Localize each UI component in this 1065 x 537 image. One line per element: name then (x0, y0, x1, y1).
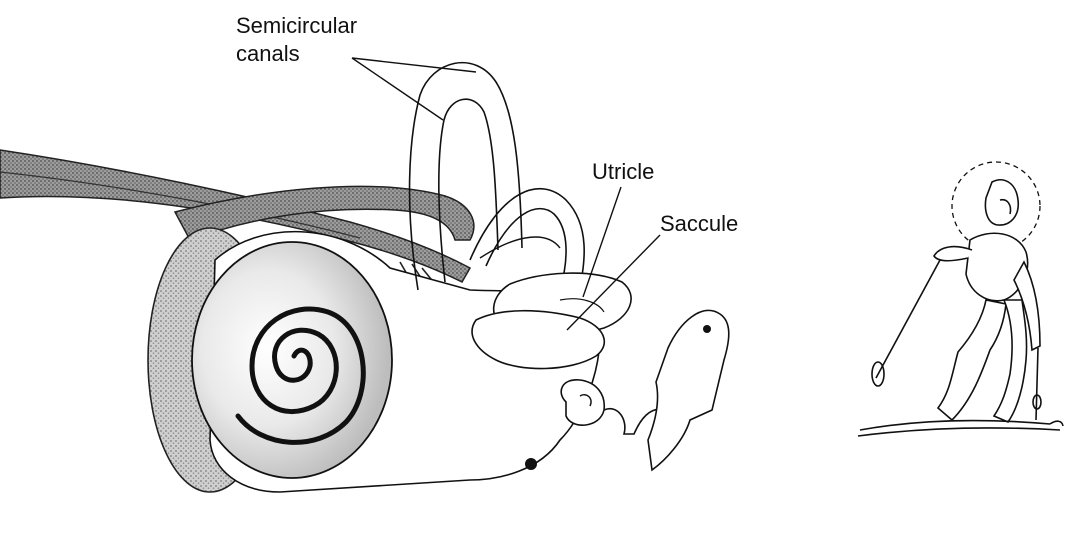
label-utricle: Utricle (592, 158, 654, 186)
cochlea (192, 242, 392, 478)
label-semicircular-canals: Semicircular canals (236, 12, 357, 67)
label-semicircular-line2: canals (236, 40, 357, 68)
label-semicircular-line1: Semicircular (236, 12, 357, 40)
skier-figure (858, 162, 1063, 436)
label-saccule: Saccule (660, 210, 738, 238)
